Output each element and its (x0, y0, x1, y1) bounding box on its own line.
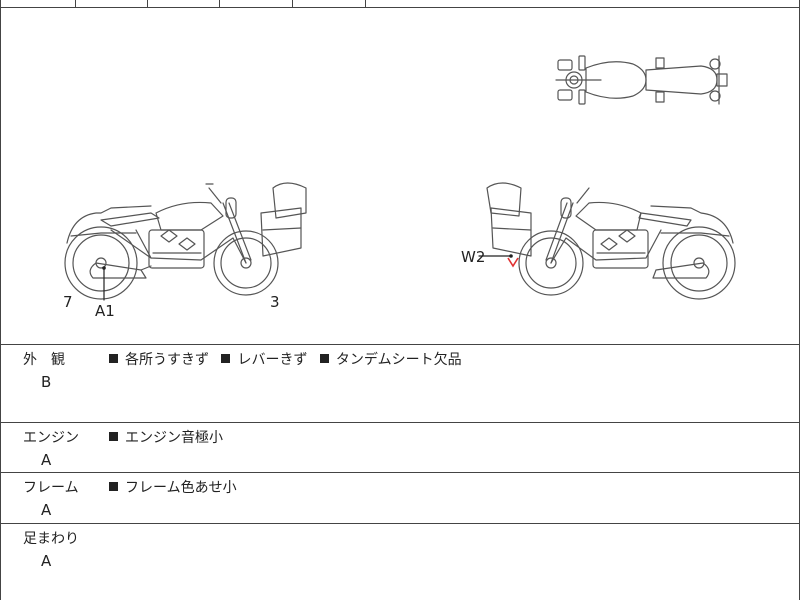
row-exterior: 外 観 B 各所うすきず レバーきず タンデムシート欠品 (1, 345, 800, 423)
header-cell (293, 0, 366, 7)
frame-label: フレーム (23, 480, 79, 496)
damage-diagram: 7 A1 3 W2 (1, 8, 800, 345)
engine-label: エンジン (23, 430, 79, 446)
exterior-note: タンデムシート欠品 (319, 352, 462, 368)
bullet-icon (109, 354, 118, 363)
bullet-icon (109, 432, 118, 441)
mark-left-front: 3 (270, 293, 280, 311)
mark-right-bag: W2 (461, 248, 486, 266)
damage-marker-red (507, 257, 519, 268)
row-engine: エンジン A エンジン音極小 (1, 423, 800, 473)
frame-note: フレーム色あせ小 (109, 480, 237, 496)
motorcycle-left-view (64, 182, 307, 300)
frame-grade: A (41, 501, 52, 519)
header-cell (220, 0, 293, 7)
bullet-icon (319, 354, 329, 363)
engine-grade: A (41, 451, 52, 469)
header-row-cropped (1, 0, 800, 8)
row-frame: フレーム A フレーム色あせ小 (1, 473, 800, 524)
header-cell (1, 0, 76, 7)
motorcycle-right-view (486, 182, 736, 300)
bullet-icon (221, 354, 231, 363)
suspension-label: 足まわり (23, 531, 79, 547)
exterior-note: レバーきず (221, 352, 307, 368)
exterior-label: 外 観 (23, 352, 65, 368)
mark-left-tire: 7 (63, 293, 73, 311)
engine-notes: エンジン音極小 (109, 431, 231, 445)
engine-note: エンジン音極小 (109, 430, 223, 446)
exterior-notes: 各所うすきず レバーきず タンデムシート欠品 (109, 353, 470, 367)
suspension-grade: A (41, 552, 52, 570)
damage-point-a1 (102, 266, 106, 270)
exterior-grade: B (41, 373, 52, 391)
bullet-icon (109, 482, 118, 491)
header-cell (148, 0, 220, 7)
frame-notes: フレーム色あせ小 (109, 481, 245, 495)
exterior-note: 各所うすきず (109, 352, 209, 368)
header-cell (76, 0, 148, 7)
damage-point-w2 (509, 254, 513, 258)
motorcycle-diagrams (64, 55, 736, 301)
row-suspension: 足まわり A (1, 524, 800, 600)
mark-left-exhaust: A1 (95, 302, 115, 320)
motorcycle-top-view (555, 55, 728, 105)
